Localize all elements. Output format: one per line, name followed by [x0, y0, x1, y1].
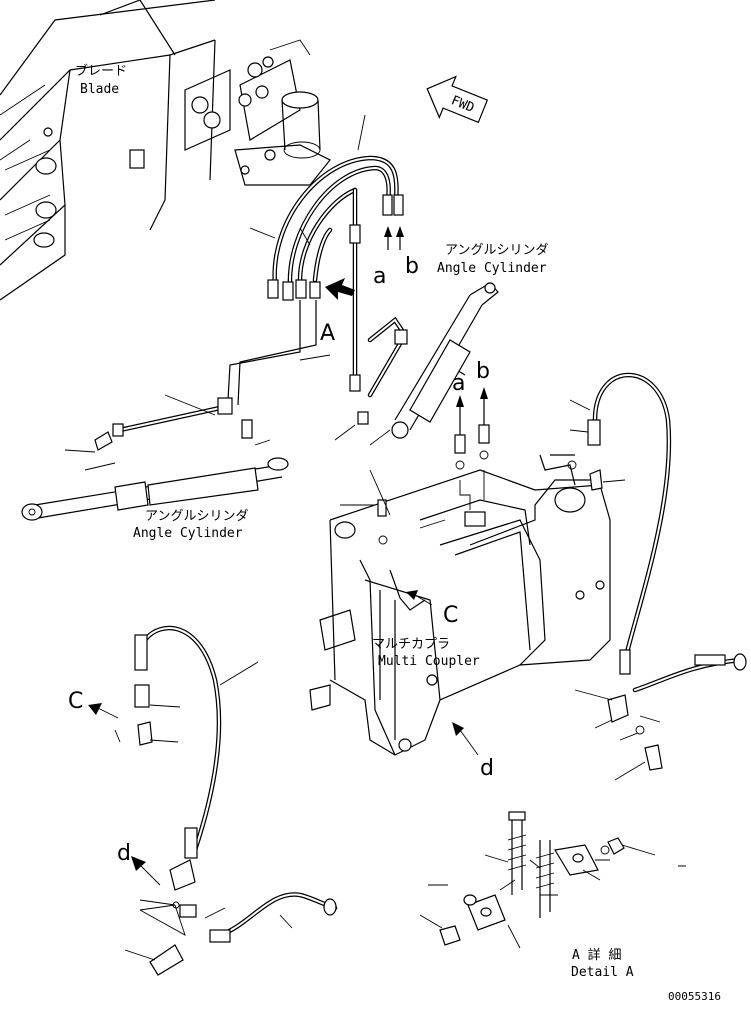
detail-a-en: Detail A	[571, 965, 634, 980]
ab-arrows-mid: a b	[452, 359, 490, 510]
multi-coupler-jp: マルチカプラ	[372, 637, 450, 652]
angle-cylinder-upper: アングルシリンダ Angle Cylinder	[391, 243, 548, 439]
angle-cylinder-lower: アングルシリンダ Angle Cylinder	[21, 457, 289, 541]
callout-a-mid: a	[452, 371, 465, 396]
callout-b-top: b	[405, 254, 419, 279]
angle-cyl-2-en: Angle Cylinder	[133, 526, 243, 541]
upper-leader-lines	[64, 114, 391, 471]
callout-b-mid: b	[476, 359, 490, 384]
angle-cyl-2-jp: アングルシリンダ	[145, 509, 248, 524]
left-lower-hose: C d	[68, 625, 338, 976]
multi-coupler-assembly: マルチカプラ Multi Coupler C d	[309, 454, 611, 781]
callout-d-right: d	[480, 756, 494, 781]
callout-a-top: a	[373, 264, 386, 289]
upper-hose-bundle	[94, 155, 408, 451]
detail-a-jp: A 詳 細	[572, 947, 621, 963]
callout-d-left: d	[117, 841, 131, 866]
right-hose-loop	[567, 372, 747, 781]
document-number: 00055316	[668, 990, 721, 1003]
callout-C-right: C	[443, 603, 458, 628]
ab-arrows-top: a b	[373, 226, 419, 289]
view-a-arrow: A	[320, 278, 355, 346]
detail-a-view: A 詳 細 Detail A	[419, 811, 686, 980]
multi-coupler-en: Multi Coupler	[378, 654, 480, 669]
callout-C-left: C	[68, 689, 83, 714]
callout-A: A	[320, 321, 335, 346]
blade-assembly: ブレード Blade	[0, 0, 331, 301]
blade-label-en: Blade	[80, 82, 119, 97]
fwd-direction-arrow: FWD	[426, 75, 489, 124]
angle-cyl-1-en: Angle Cylinder	[437, 261, 547, 276]
blade-label-jp: ブレード	[75, 63, 127, 79]
angle-cyl-1-jp: アングルシリンダ	[445, 243, 548, 258]
